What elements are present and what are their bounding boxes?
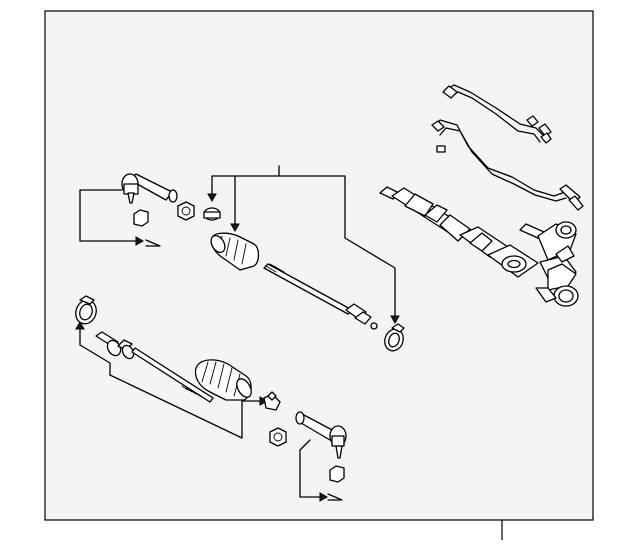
steering-rack-assembly	[379, 186, 579, 307]
rack-boot-right	[210, 232, 260, 271]
boot-clamp-right	[384, 323, 405, 352]
cotter-pin-lower	[327, 493, 343, 501]
pressure-line-upper	[442, 84, 552, 144]
cotter-pin	[145, 239, 161, 247]
outer-tie-rod-end-left	[295, 411, 347, 459]
boot-clamp-left	[75, 295, 97, 325]
callout-bottom-right	[299, 439, 329, 502]
outer-tie-rod-end-right	[121, 173, 178, 204]
castle-nut	[133, 209, 149, 227]
rack-boot-left	[194, 359, 252, 401]
boot-clamp	[203, 207, 221, 221]
inner-tie-rod-left	[95, 331, 214, 403]
inner-tie-rod-right	[263, 263, 378, 330]
jam-nut	[177, 201, 195, 221]
castle-nut-lower	[329, 465, 345, 483]
callout-right-group	[207, 165, 400, 325]
callout-left-upper	[79, 189, 145, 246]
jam-nut-lower	[269, 427, 287, 447]
pressure-line-lower	[431, 119, 584, 211]
boot-clamp-lower	[263, 391, 281, 411]
